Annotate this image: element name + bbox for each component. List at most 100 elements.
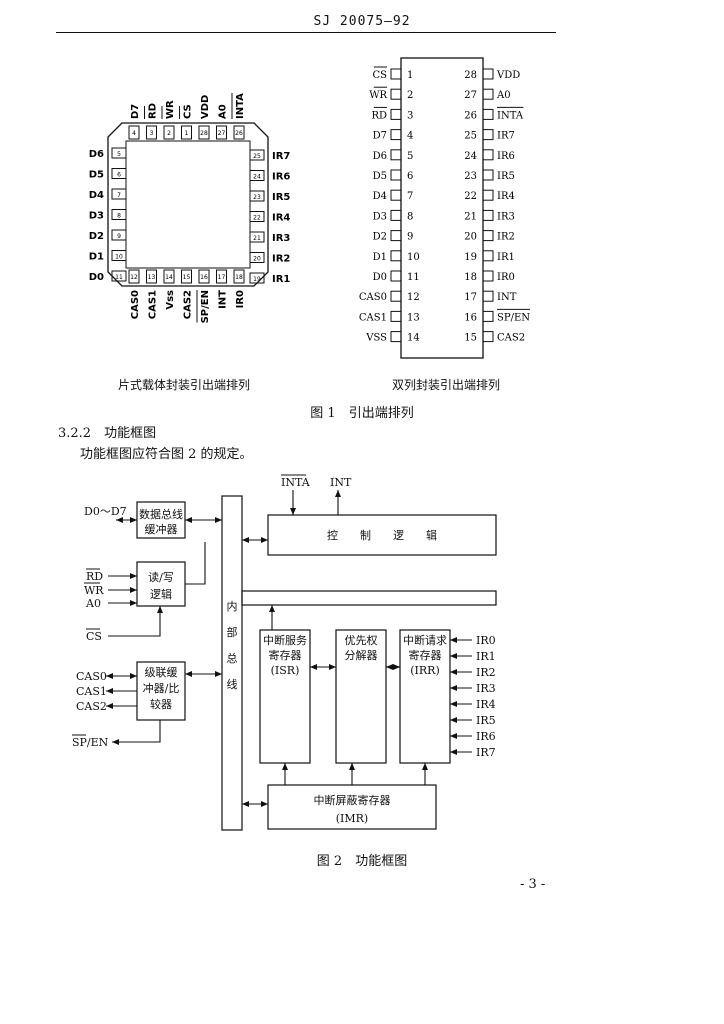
- paragraph: 功能框图应符合图 2 的规定。: [80, 447, 253, 462]
- plcc-pin-14: [163, 269, 175, 284]
- plcc-label-d6: D6: [89, 149, 104, 160]
- dip-pin-2: [390, 88, 402, 100]
- dip-label-ir4: IR4: [497, 191, 515, 202]
- dip-label-d3: D3: [373, 211, 387, 222]
- cs-label: CS: [86, 630, 102, 643]
- plcc-label-ir5: IR5: [272, 192, 290, 203]
- plcc-pin-num-6: 6: [117, 172, 121, 179]
- dip-package: 1CS2WR3RD4D75D66D57D48D39D210D111D012CAS…: [359, 57, 530, 359]
- dip-label-ir0: IR0: [497, 272, 515, 283]
- cascade-line1: 级联缓: [145, 666, 178, 679]
- dip-label-a0: A0: [496, 90, 511, 101]
- dip-pin-num-14: 14: [407, 333, 420, 344]
- control-logic-label: 控 制 逻 辑: [327, 528, 437, 542]
- header-rule: [56, 32, 556, 33]
- plcc-pin-num-15: 15: [183, 274, 191, 281]
- dip-pin-num-13: 13: [407, 312, 420, 323]
- priority-line1: 优先权: [345, 634, 378, 647]
- plcc-label-vss: Vss: [165, 290, 176, 310]
- spen-label: SP/EN: [72, 736, 109, 749]
- dip-pin-num-6: 6: [407, 171, 413, 182]
- dip-pin-15: [482, 331, 494, 343]
- dip-pin-13: [390, 310, 402, 322]
- plcc-pin-7: [111, 188, 127, 200]
- dip-label-inta: INTA: [497, 110, 524, 121]
- isr-line2: 寄存器: [269, 648, 302, 662]
- dip-label-int: INT: [497, 292, 517, 303]
- imr-line2: (IMR): [336, 812, 368, 825]
- dip-pin-19: [482, 250, 494, 262]
- irr-line2: 寄存器: [409, 648, 442, 662]
- dip-pin-22: [482, 189, 494, 201]
- dip-label-v-ss: VSS: [365, 333, 387, 344]
- plcc-label-ir7: IR7: [272, 151, 290, 162]
- plcc-label-ir3: IR3: [272, 233, 290, 244]
- cascade-line2: 冲器/比: [143, 681, 180, 695]
- plcc-label-cas1: CAS1: [148, 290, 159, 319]
- cascade-line3: 较器: [150, 697, 172, 711]
- dip-pin-28: [482, 68, 494, 80]
- dip-pin-num-18: 18: [464, 272, 477, 283]
- dip-label-d4: D4: [373, 191, 387, 202]
- plcc-label-rd: RD: [148, 103, 159, 119]
- dip-pin-10: [390, 250, 402, 262]
- dip-label-ir6: IR6: [497, 151, 515, 162]
- dip-label-cas0: CAS0: [359, 292, 387, 303]
- isr-line3: (ISR): [271, 664, 300, 677]
- plcc-pin-17: [216, 269, 227, 284]
- ir-label-ir0: IR0: [476, 634, 496, 647]
- plcc-label-int: INT: [218, 290, 229, 309]
- plcc-pin-num-14: 14: [165, 274, 173, 281]
- plcc-pin-11: [111, 270, 127, 282]
- dip-pin-5: [390, 149, 402, 161]
- irr-line3: (IRR): [410, 664, 440, 677]
- dip-pin-num-22: 22: [464, 191, 477, 202]
- dip-pin-6: [390, 169, 402, 181]
- cas1-label: CAS1: [76, 685, 107, 698]
- plcc-pin-num-7: 7: [117, 192, 121, 199]
- dip-label-d2: D2: [373, 232, 387, 243]
- dip-label-ir1: IR1: [497, 252, 515, 263]
- plcc-pin-23: [249, 190, 265, 202]
- plcc-pin-num-21: 21: [253, 235, 261, 242]
- dip-pin-num-27: 27: [464, 90, 477, 101]
- plcc-pin-13: [146, 269, 157, 284]
- dip-pin-25: [482, 129, 494, 141]
- dip-label-wr: WR: [369, 90, 387, 101]
- plcc-label-cs: CS: [183, 104, 194, 119]
- plcc-inner-outline: [125, 140, 251, 269]
- plcc-pin-num-28: 28: [200, 130, 208, 137]
- plcc-label-ir0: IR0: [235, 290, 246, 308]
- plcc-pin-num-27: 27: [218, 130, 226, 137]
- plcc-label-ir2: IR2: [272, 254, 290, 265]
- plcc-label-sp-en: SP/EN: [200, 290, 211, 323]
- dip-label-d5: D5: [373, 171, 387, 182]
- dip-pin-26: [482, 108, 494, 120]
- dip-pin-num-5: 5: [407, 151, 413, 162]
- plcc-pin-21: [249, 231, 265, 243]
- ir-label-ir7: IR7: [476, 746, 496, 759]
- ir-label-ir5: IR5: [476, 714, 496, 727]
- priority-line2: 分解器: [345, 648, 378, 662]
- dip-pin-27: [482, 88, 494, 100]
- rd-label: RD: [86, 570, 103, 583]
- dip-pin-9: [390, 230, 402, 242]
- ir-label-ir6: IR6: [476, 730, 496, 743]
- figure1-title: 图 1 引出端排列: [310, 406, 414, 421]
- plcc-pin-16: [198, 269, 210, 284]
- rw-logic-line2: 逻辑: [150, 587, 172, 601]
- control-logic-block: [267, 514, 497, 556]
- dip-pin-num-7: 7: [407, 191, 413, 202]
- plcc-pin-num-20: 20: [253, 256, 261, 263]
- dip-label-d6: D6: [373, 151, 387, 162]
- plcc-pin-num-23: 23: [253, 194, 261, 201]
- dip-pin-num-21: 21: [464, 211, 477, 222]
- isr-line1: 中断服务: [263, 633, 307, 647]
- dip-pin-23: [482, 169, 494, 181]
- dip-label-ir3: IR3: [497, 211, 515, 222]
- plcc-pin-num-25: 25: [253, 153, 261, 160]
- plcc-label-d5: D5: [89, 170, 104, 181]
- plcc-pin-num-5: 5: [117, 151, 121, 158]
- plcc-pin-26: [233, 125, 245, 140]
- dip-label-v-dd: VDD: [496, 70, 520, 81]
